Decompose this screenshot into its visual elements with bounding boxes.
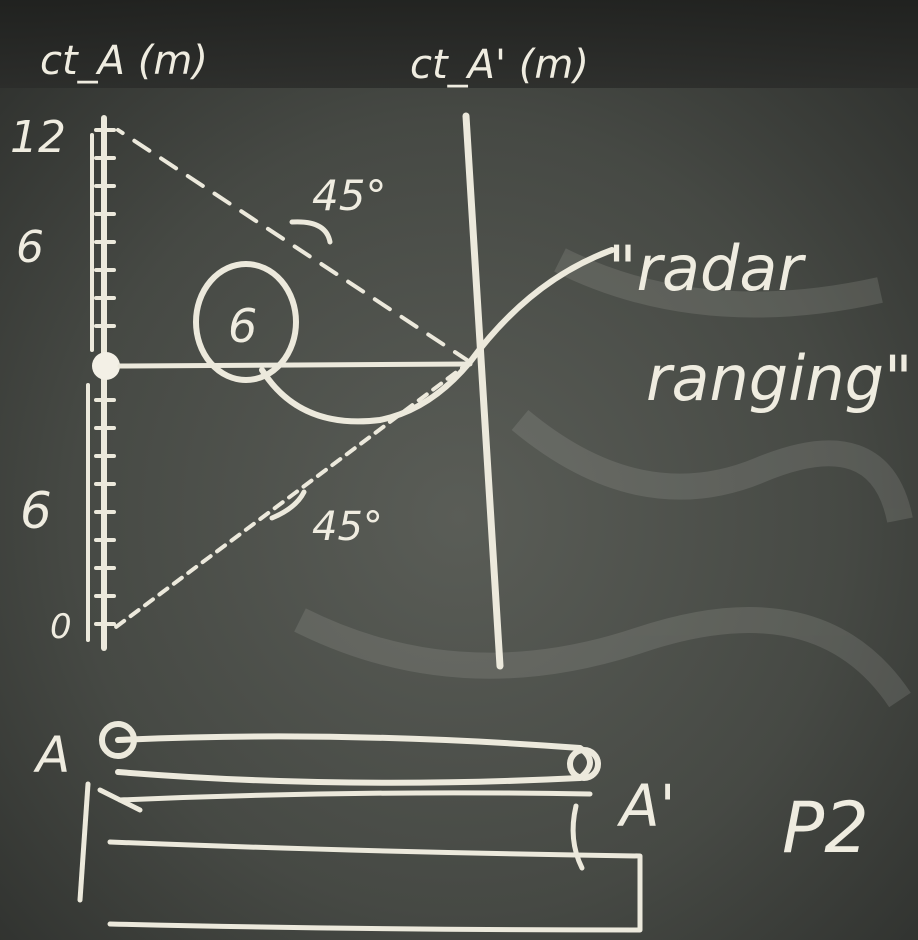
quote-line-2: ranging"	[646, 342, 913, 415]
tick-label-0: 0	[50, 607, 72, 647]
right-axis-label: ct_A' (m)	[410, 42, 589, 88]
simultaneity-line	[117, 361, 473, 369]
eraser-smears	[294, 248, 913, 708]
tick-label-6-upper: 6	[16, 222, 44, 273]
event-dot	[92, 352, 120, 380]
tick-label-6-lower: 6	[20, 482, 52, 540]
page-label: P2	[782, 787, 869, 869]
clock-A-prime-label: A'	[616, 772, 676, 840]
light-ray-down	[110, 360, 472, 632]
quote-line-1: "radar	[608, 232, 806, 305]
clock-A-label: A	[33, 726, 70, 784]
clock-rods	[77, 721, 643, 933]
angle-label-top: 45°	[312, 171, 386, 220]
tick-label-12: 12	[10, 112, 66, 163]
left-worldline	[86, 115, 120, 651]
left-axis-label: ct_A (m)	[40, 38, 208, 84]
angle-arc-bottom	[269, 489, 307, 521]
light-ray-up	[116, 128, 472, 364]
right-worldline	[462, 112, 504, 670]
angle-label-bottom: 45°	[312, 504, 383, 550]
s-curve	[259, 247, 615, 425]
angle-arc-top	[289, 219, 333, 245]
circled-value: 6	[228, 299, 257, 353]
circle-around-value	[193, 261, 299, 383]
board-top-band	[0, 0, 918, 88]
